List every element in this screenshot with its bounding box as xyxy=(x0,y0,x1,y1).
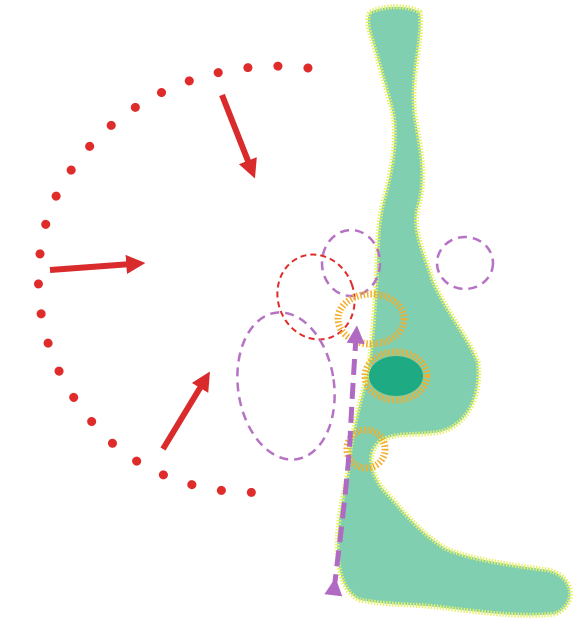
node-ring-core xyxy=(361,348,431,404)
path-arrow xyxy=(324,325,365,597)
zone-small-right xyxy=(435,235,495,291)
land-strip xyxy=(334,4,573,618)
core-node xyxy=(369,356,423,396)
arrow-top xyxy=(219,93,257,179)
arrow-middle xyxy=(49,254,146,274)
zone-small-left xyxy=(320,228,382,298)
arrow-bottom xyxy=(160,371,210,451)
zone-large xyxy=(236,311,336,461)
node-ring-upper xyxy=(334,290,408,348)
node-ring-lower xyxy=(343,426,389,472)
